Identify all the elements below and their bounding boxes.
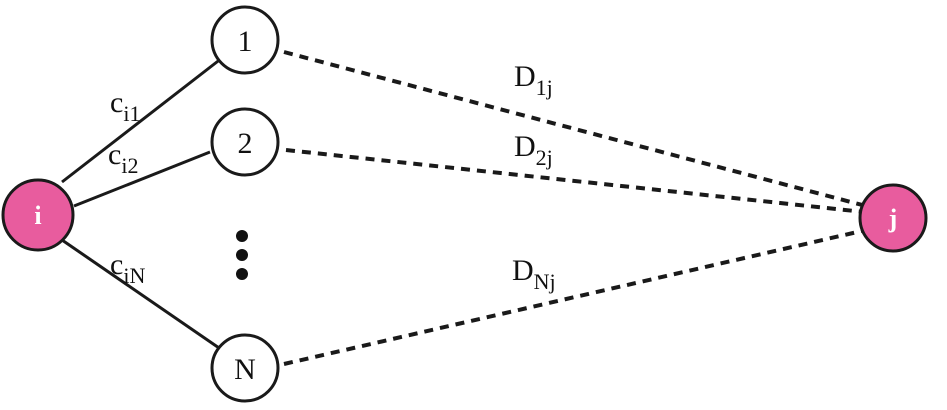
edge-i-n xyxy=(61,238,223,352)
node-2: 2 xyxy=(210,107,280,177)
cost-label-in-sub: iN xyxy=(123,263,145,288)
cost-label-i1: ci1 xyxy=(110,86,140,126)
cost-label-in-base: c xyxy=(110,248,123,281)
cost-label-i1-sub: i1 xyxy=(123,101,140,126)
node-n-label: N xyxy=(234,353,256,386)
distance-label-1j: D1j xyxy=(514,60,553,100)
target-node-label: j xyxy=(888,204,898,233)
edge-1-j xyxy=(283,50,867,208)
node-1: 1 xyxy=(210,5,280,75)
cost-label-i2-base: c xyxy=(108,138,121,171)
distance-label-nj-base: D xyxy=(512,254,534,287)
source-node-label: i xyxy=(34,201,41,230)
edge-2-j xyxy=(285,148,865,214)
cost-label-i2-sub: i2 xyxy=(121,153,138,178)
node-1-label: 1 xyxy=(238,25,253,58)
node-2-label: 2 xyxy=(238,127,253,160)
distance-label-2j-sub: 2j xyxy=(536,145,553,170)
target-node-j: j xyxy=(858,183,928,253)
edge-i-2 xyxy=(73,150,211,208)
distance-label-nj: DNj xyxy=(512,254,556,294)
cost-label-i1-base: c xyxy=(110,86,123,119)
distance-label-2j: D2j xyxy=(514,130,553,170)
source-node-i: i xyxy=(1,178,75,252)
distance-label-1j-sub: 1j xyxy=(536,75,553,100)
node-n: N xyxy=(210,333,280,403)
distance-label-2j-base: D xyxy=(514,130,536,163)
distance-label-nj-sub: Nj xyxy=(534,269,556,294)
cost-label-i2: ci2 xyxy=(108,138,138,178)
cost-label-in: ciN xyxy=(110,248,145,288)
edge-i-1 xyxy=(61,56,223,184)
distance-label-1j-base: D xyxy=(514,60,536,93)
edge-n-j xyxy=(283,228,867,366)
ellipsis-icon xyxy=(236,230,248,280)
